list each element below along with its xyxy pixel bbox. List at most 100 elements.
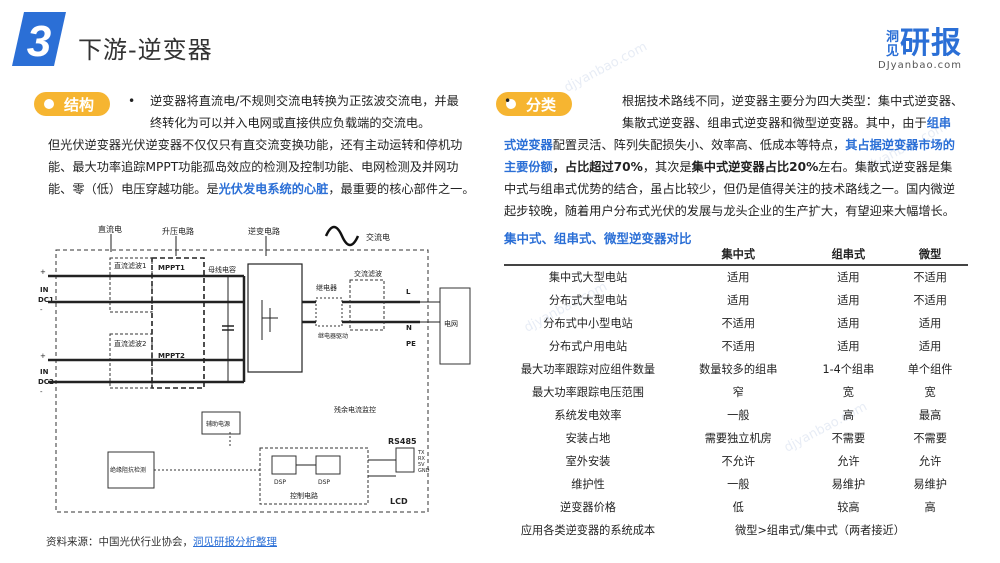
structure-detail-text: 但光伏逆变器光伏逆变器不仅仅只有直交流变换功能，还有主动运转和停机功能、最大功率… bbox=[48, 138, 463, 196]
label-grid: 电网 bbox=[444, 319, 458, 328]
classification-line4-end: 左右。集散式逆变器是集 bbox=[818, 160, 953, 174]
table-cell: 允许 bbox=[918, 454, 942, 468]
table-cell: 适用 bbox=[837, 316, 860, 330]
label-lcd: LCD bbox=[390, 497, 408, 506]
classification-line4: ，其次是 bbox=[642, 160, 692, 174]
label-mppt2: MPPT2 bbox=[158, 352, 185, 360]
inverter-circuit-diagram: 直流电 升压电路 逆变电路 交流电 直流滤波1 直流滤波2 MPPT1 MPPT… bbox=[38, 224, 471, 513]
classification-highlight-c: 其占据逆变器市场的 bbox=[845, 138, 955, 152]
source-note: 资料来源：中国光伏行业协会，洞见研报分析整理 bbox=[46, 534, 277, 549]
row-label: 分布式大型电站 bbox=[548, 293, 628, 307]
label-dc1: DC1 bbox=[38, 296, 54, 304]
structure-intro-text: 逆变器将直流电/不规则交流电转换为正弦波交流电，并最终转化为可以并入电网或直接供… bbox=[150, 94, 459, 130]
row-label: 分布式户用电站 bbox=[548, 339, 628, 353]
label-dc: 直流电 bbox=[98, 224, 122, 234]
label-aux: 辅助电源 bbox=[206, 420, 230, 428]
table-row: 应用各类逆变器的系统成本 微型>组串式/集中式（两者接近） bbox=[504, 518, 968, 541]
table-row: 分布式中小型电站不适用适用适用 bbox=[504, 311, 968, 334]
label-mppt1: MPPT1 bbox=[158, 264, 185, 272]
table-header-row: 集中式 组串式 微型 bbox=[504, 244, 968, 266]
table-cell: 适用 bbox=[837, 293, 860, 307]
logo-sub-text: DJyanbao.com bbox=[878, 60, 962, 71]
relay-box bbox=[315, 297, 343, 327]
label-buscap: 母线电容 bbox=[208, 265, 236, 274]
table-cell: 不允许 bbox=[721, 454, 756, 468]
label-boost: 升压电路 bbox=[162, 226, 194, 236]
table-cell: 易维护 bbox=[831, 477, 866, 491]
table-row: 室外安装不允许允许允许 bbox=[504, 449, 968, 472]
label-gnd: GND bbox=[418, 468, 430, 474]
label-dsp2: DSP bbox=[318, 479, 330, 486]
table-cell: 较高 bbox=[837, 500, 860, 514]
label-rx: RX bbox=[418, 456, 425, 462]
table-cell: 适用 bbox=[727, 271, 750, 284]
table-row: 系统发电效率 一般 高 最高 bbox=[504, 403, 968, 426]
row-label: 最大功率跟踪电压范围 bbox=[532, 385, 644, 399]
table-cell: 不需要 bbox=[831, 431, 866, 445]
structure-highlight: 光伏发电系统的心脏 bbox=[218, 182, 329, 196]
table-cell: 窄 bbox=[732, 385, 744, 399]
logo-main-text: 研报 bbox=[900, 26, 962, 61]
classification-highlight-b: 式逆变器 bbox=[504, 138, 553, 152]
row-label: 逆变器价格 bbox=[560, 500, 616, 514]
table-cell: 不适用 bbox=[721, 316, 756, 330]
label-in1: IN bbox=[40, 286, 49, 294]
table-cell: 适用 bbox=[837, 339, 860, 353]
label-minus2: - bbox=[40, 388, 43, 396]
table-cell: 宽 bbox=[924, 385, 936, 399]
pill-dot-icon bbox=[506, 99, 516, 109]
table-cell: 高 bbox=[842, 408, 854, 422]
table-cell: 不适用 bbox=[913, 271, 947, 284]
structure-intro: • 逆变器将直流电/不规则交流电转换为正弦波交流电，并最终转化为可以并入电网或直… bbox=[128, 90, 468, 134]
table-cell: 单个组件 bbox=[907, 362, 953, 376]
classification-line2: 集散式逆变器、组串式逆变器和微型逆变器。其中，由于 bbox=[622, 116, 927, 130]
grid-box bbox=[439, 287, 471, 365]
structure-detail: 但光伏逆变器光伏逆变器不仅仅只有直交流变换功能，还有主动运转和停机功能、最大功率… bbox=[48, 134, 476, 200]
table-cell: 不需要 bbox=[913, 431, 947, 445]
row-label: 分布式中小型电站 bbox=[543, 316, 633, 330]
classification-text: • 根据技术路线不同，逆变器主要分为四大类型：集中式逆变器、 集散式逆变器、组串… bbox=[504, 90, 976, 222]
table-cell: 低 bbox=[732, 500, 744, 514]
structure-pill: 结构 bbox=[34, 92, 110, 116]
table-row: 分布式大型电站适用适用不适用 bbox=[504, 288, 968, 311]
table-row: 维护性一般易维护易维护 bbox=[504, 472, 968, 495]
label-in2: IN bbox=[40, 368, 49, 376]
table-cell: 最高 bbox=[918, 408, 942, 422]
row-label: 最大功率跟踪对应组件数量 bbox=[520, 362, 656, 376]
logo-small-text: 洞见 bbox=[886, 29, 901, 59]
label-inverter: 逆变电路 bbox=[248, 226, 280, 236]
label-rs485: RS485 bbox=[388, 437, 417, 446]
table-cell-merged: 微型>组串式/集中式（两者接近） bbox=[735, 523, 905, 537]
table-cell: 1-4个组串 bbox=[822, 362, 875, 376]
label-relaydrive: 继电器驱动 bbox=[318, 332, 348, 340]
table-header-cell: 组串式 bbox=[804, 244, 893, 266]
table-cell: 一般 bbox=[727, 408, 750, 422]
classification-highlight-a: 组串 bbox=[926, 116, 952, 130]
row-label: 系统发电效率 bbox=[554, 408, 622, 422]
source-prefix: 资料来源：中国光伏行业协会， bbox=[46, 536, 193, 548]
source-link[interactable]: 洞见研报分析整理 bbox=[193, 536, 277, 548]
label-N: N bbox=[406, 324, 412, 332]
label-tx: TX bbox=[417, 450, 425, 456]
pill-dot-icon bbox=[44, 99, 54, 109]
row-label: 室外安装 bbox=[565, 454, 611, 468]
table-header-cell: 集中式 bbox=[672, 244, 805, 266]
label-plus1: + bbox=[40, 268, 46, 276]
row-label: 应用各类逆变器的系统成本 bbox=[520, 523, 656, 537]
table-cell: 适用 bbox=[918, 339, 942, 353]
row-label: 集中式大型电站 bbox=[548, 271, 628, 284]
label-PE: PE bbox=[406, 340, 416, 348]
table-header-cell: 微型 bbox=[892, 244, 968, 266]
classification-line5: 中式与组串式优势的结合，虽占比较少，但仍是值得关注的技术路线之一。国内微逆 bbox=[504, 182, 955, 196]
table-cell: 不适用 bbox=[913, 293, 947, 307]
table-cell: 数量较多的组串 bbox=[699, 362, 778, 376]
boost-box bbox=[151, 257, 205, 389]
classification-pill: 分类 bbox=[496, 92, 572, 116]
label-residual: 残余电流监控 bbox=[334, 405, 376, 414]
watermark: djyanbao.com bbox=[561, 39, 650, 96]
brand-logo: 洞见研报 DJyanbao.com bbox=[862, 18, 962, 71]
inverter-comparison-table: 集中式 组串式 微型 集中式大型电站适用适用不适用 分布式大型电站适用适用不适用… bbox=[504, 244, 968, 541]
classification-highlight-d: 主要份额 bbox=[504, 160, 553, 174]
bullet: • bbox=[128, 94, 136, 108]
label-dcfilter2: 直流滤波2 bbox=[114, 339, 146, 348]
